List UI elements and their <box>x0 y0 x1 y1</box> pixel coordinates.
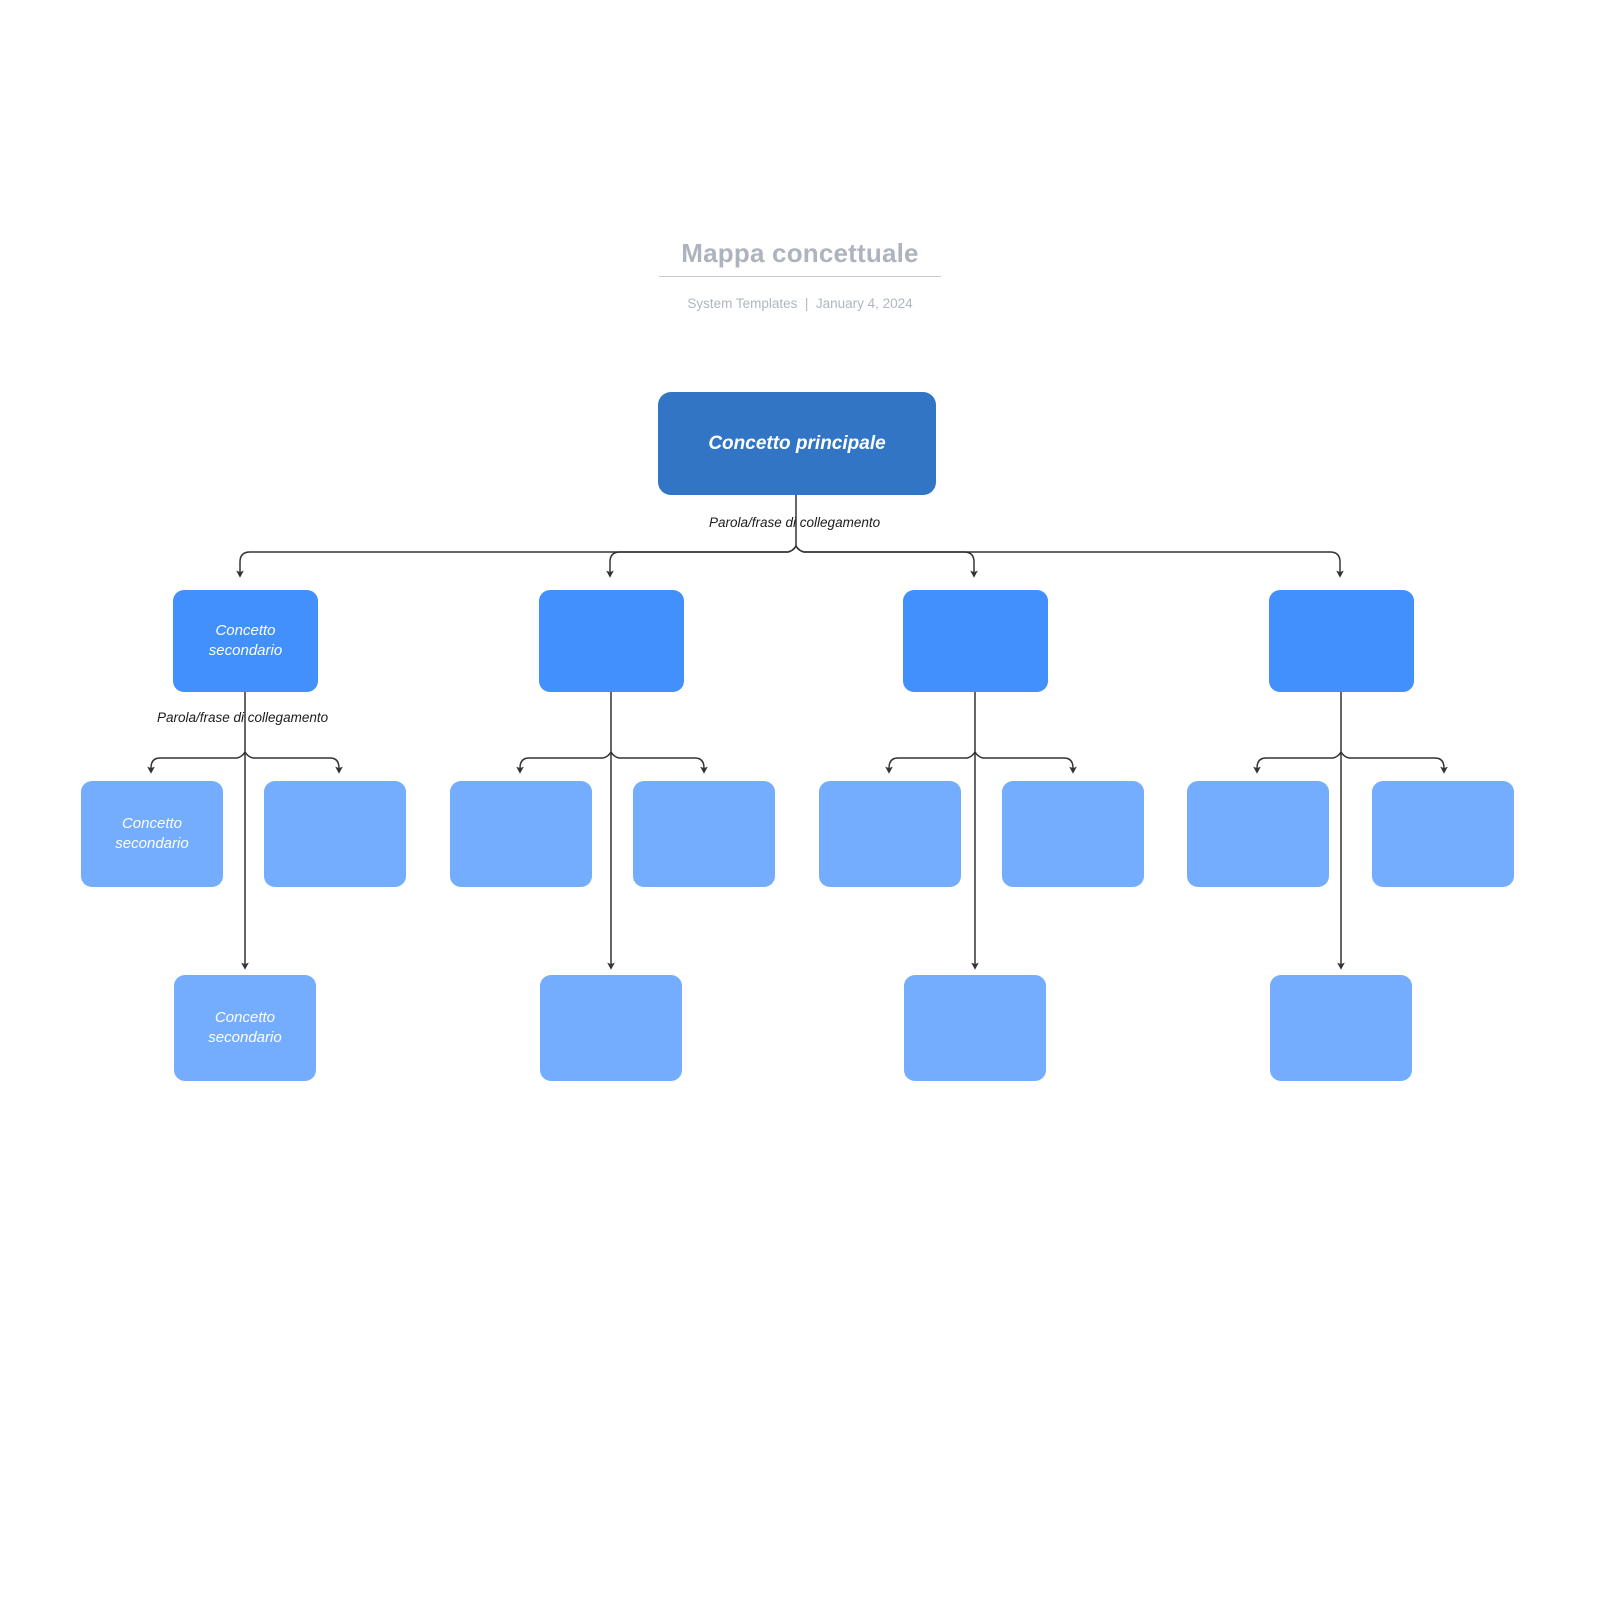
node-level3-5[interactable] <box>819 781 961 887</box>
node-level3-4[interactable] <box>633 781 775 887</box>
node-level3-7[interactable] <box>1187 781 1329 887</box>
edge-l2-3-to-l3-5 <box>885 751 976 774</box>
node-level2-4[interactable] <box>1269 590 1414 692</box>
node-level4-3[interactable] <box>904 975 1046 1081</box>
node-level2-3[interactable] <box>903 590 1048 692</box>
edge-l2-4-to-l3-7 <box>1253 751 1342 774</box>
node-level3-2[interactable] <box>264 781 406 887</box>
node-level4-1[interactable]: Concetto secondario <box>174 975 316 1081</box>
edge-l2-1-to-l3-1 <box>147 751 246 774</box>
node-level4-4[interactable] <box>1270 975 1412 1081</box>
node-level3-8[interactable] <box>1372 781 1514 887</box>
edge-root-to-l2-1 <box>236 545 797 578</box>
node-level2-1[interactable]: Concetto secondario <box>173 590 318 692</box>
node-level3-3[interactable] <box>450 781 592 887</box>
edge-l2-4-to-l3-8 <box>1340 751 1448 774</box>
document-header: Mappa concettuale System Templates | Jan… <box>0 236 1600 313</box>
node-level3-6[interactable] <box>1002 781 1144 887</box>
node-level4-2[interactable] <box>540 975 682 1081</box>
edge-root-to-l2-3 <box>795 545 978 578</box>
edge-l2-2-to-l3-4 <box>610 751 708 774</box>
edge-l2-2-to-l3-3 <box>516 751 612 774</box>
page-title: Mappa concettuale <box>681 238 919 268</box>
edge-label-root: Parola/frase di collegamento <box>709 515 881 530</box>
node-level2-2[interactable] <box>539 590 684 692</box>
edge-root-to-l2-2 <box>606 545 797 578</box>
document-meta: System Templates | January 4, 2024 <box>687 296 913 311</box>
edge-label-level2: Parola/frase di collegamento <box>157 710 329 725</box>
title-divider <box>659 276 941 277</box>
edge-l2-3-to-l3-6 <box>974 751 1077 774</box>
node-root[interactable]: Concetto principale <box>658 392 936 495</box>
node-level3-1[interactable]: Concetto secondario <box>81 781 223 887</box>
edge-l2-1-to-l3-2 <box>244 751 343 774</box>
edge-root-to-l2-4 <box>795 545 1344 578</box>
